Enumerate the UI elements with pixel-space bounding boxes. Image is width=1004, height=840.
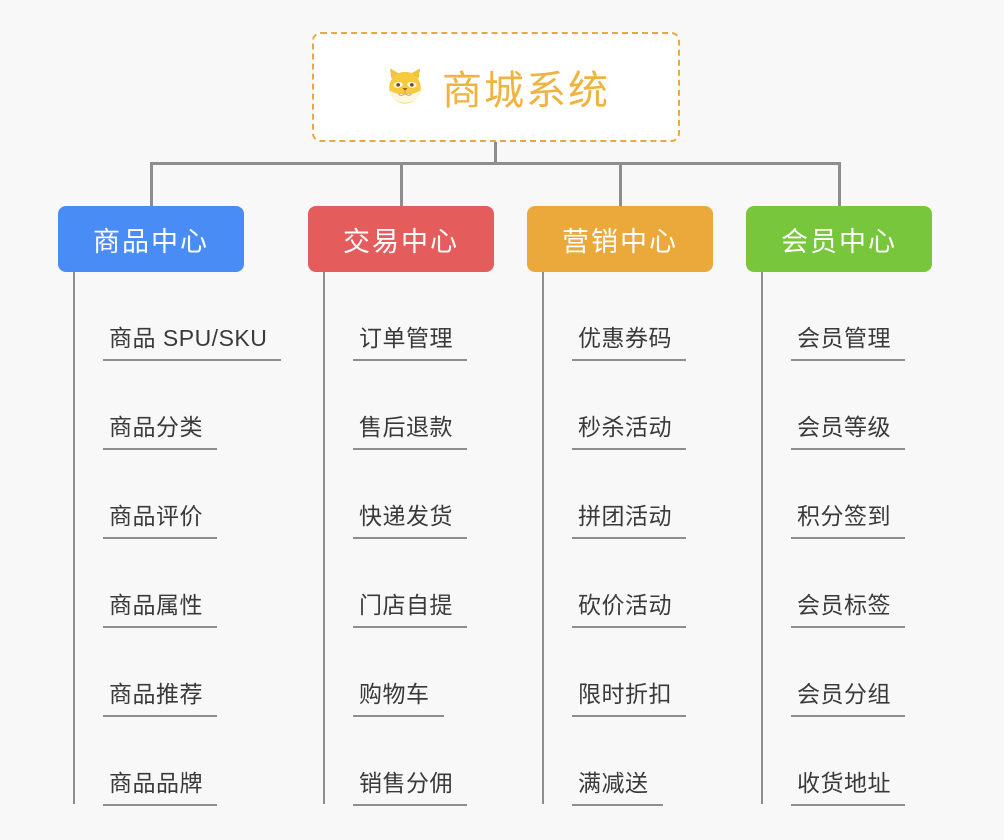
leaf-label: 订单管理 bbox=[359, 325, 453, 351]
leaf-item[interactable]: 拼团活动 bbox=[542, 450, 728, 539]
branch-trunk bbox=[323, 272, 325, 804]
leaf-label: 秒杀活动 bbox=[578, 414, 672, 440]
leaf-item[interactable]: 积分签到 bbox=[761, 450, 947, 539]
connector-root-stem bbox=[494, 142, 497, 164]
leaf-label: 购物车 bbox=[359, 681, 430, 707]
leaf-label: 拼团活动 bbox=[578, 503, 672, 529]
leaf-label: 收货地址 bbox=[797, 770, 891, 796]
branch-column-trade: 交易中心 订单管理 售后退款 快递发货 门店自提 购物车 销售分佣 bbox=[308, 206, 494, 806]
connector-drop-1 bbox=[150, 162, 153, 206]
leaf-item[interactable]: 会员管理 bbox=[761, 272, 947, 361]
leaf-label: 砍价活动 bbox=[578, 592, 672, 618]
leaf-item[interactable]: 门店自提 bbox=[323, 539, 509, 628]
leaf-label: 商品评价 bbox=[109, 503, 203, 529]
leaf-item[interactable]: 优惠券码 bbox=[542, 272, 728, 361]
leaf-label: 商品属性 bbox=[109, 592, 203, 618]
leaf-item[interactable]: 会员标签 bbox=[761, 539, 947, 628]
leaf-label: 商品品牌 bbox=[109, 770, 203, 796]
leaf-list-member: 会员管理 会员等级 积分签到 会员标签 会员分组 收货地址 bbox=[761, 272, 947, 806]
branch-label: 营销中心 bbox=[562, 226, 678, 257]
leaf-label: 会员管理 bbox=[797, 325, 891, 351]
leaf-item[interactable]: 商品品牌 bbox=[73, 717, 259, 806]
leaf-item[interactable]: 快递发货 bbox=[323, 450, 509, 539]
leaf-item[interactable]: 商品 SPU/SKU bbox=[73, 272, 282, 361]
branch-trunk bbox=[73, 272, 75, 804]
leaf-item[interactable]: 商品分类 bbox=[73, 361, 259, 450]
leaf-item[interactable]: 会员等级 bbox=[761, 361, 947, 450]
leaf-label: 门店自提 bbox=[359, 592, 453, 618]
connector-drop-2 bbox=[400, 162, 403, 206]
leaf-item[interactable]: 商品属性 bbox=[73, 539, 259, 628]
branch-column-product: 商品中心 商品 SPU/SKU 商品分类 商品评价 商品属性 商品推荐 商品品牌 bbox=[58, 206, 282, 806]
leaf-label: 快递发货 bbox=[359, 503, 453, 529]
branch-label: 商品中心 bbox=[93, 226, 209, 257]
root-node-mall-system[interactable]: 商城系统 bbox=[312, 32, 680, 142]
leaf-label: 会员等级 bbox=[797, 414, 891, 440]
connector-drop-4 bbox=[838, 162, 841, 206]
leaf-label: 积分签到 bbox=[797, 503, 891, 529]
branch-header-product[interactable]: 商品中心 bbox=[58, 206, 244, 272]
leaf-list-trade: 订单管理 售后退款 快递发货 门店自提 购物车 销售分佣 bbox=[323, 272, 509, 806]
leaf-item[interactable]: 销售分佣 bbox=[323, 717, 509, 806]
leaf-label: 商品分类 bbox=[109, 414, 203, 440]
leaf-item[interactable]: 订单管理 bbox=[323, 272, 509, 361]
branch-header-trade[interactable]: 交易中心 bbox=[308, 206, 494, 272]
leaf-label: 商品 SPU/SKU bbox=[109, 325, 268, 351]
leaf-list-product: 商品 SPU/SKU 商品分类 商品评价 商品属性 商品推荐 商品品牌 bbox=[73, 272, 282, 806]
leaf-item[interactable]: 售后退款 bbox=[323, 361, 509, 450]
leaf-item[interactable]: 收货地址 bbox=[761, 717, 947, 806]
leaf-label: 会员标签 bbox=[797, 592, 891, 618]
leaf-label: 商品推荐 bbox=[109, 681, 203, 707]
branch-trunk bbox=[761, 272, 763, 804]
leaf-list-marketing: 优惠券码 秒杀活动 拼团活动 砍价活动 限时折扣 满减送 bbox=[542, 272, 728, 806]
leaf-label: 会员分组 bbox=[797, 681, 891, 707]
leaf-item[interactable]: 满减送 bbox=[542, 717, 728, 806]
shiba-dog-face-icon bbox=[382, 64, 428, 110]
leaf-label: 销售分佣 bbox=[359, 770, 453, 796]
leaf-item[interactable]: 商品评价 bbox=[73, 450, 259, 539]
branch-label: 交易中心 bbox=[343, 226, 459, 257]
branch-column-member: 会员中心 会员管理 会员等级 积分签到 会员标签 会员分组 收货地址 bbox=[746, 206, 932, 806]
leaf-item[interactable]: 砍价活动 bbox=[542, 539, 728, 628]
branch-header-member[interactable]: 会员中心 bbox=[746, 206, 932, 272]
leaf-label: 优惠券码 bbox=[578, 325, 672, 351]
root-title: 商城系统 bbox=[442, 69, 610, 113]
leaf-item[interactable]: 秒杀活动 bbox=[542, 361, 728, 450]
connector-horizontal-bus bbox=[150, 162, 840, 165]
leaf-item[interactable]: 限时折扣 bbox=[542, 628, 728, 717]
branch-header-marketing[interactable]: 营销中心 bbox=[527, 206, 713, 272]
leaf-item[interactable]: 会员分组 bbox=[761, 628, 947, 717]
leaf-label: 限时折扣 bbox=[578, 681, 672, 707]
connector-drop-3 bbox=[619, 162, 622, 206]
leaf-item[interactable]: 商品推荐 bbox=[73, 628, 259, 717]
leaf-item[interactable]: 购物车 bbox=[323, 628, 509, 717]
branch-column-marketing: 营销中心 优惠券码 秒杀活动 拼团活动 砍价活动 限时折扣 满减送 bbox=[527, 206, 713, 806]
branch-label: 会员中心 bbox=[781, 226, 897, 257]
leaf-label: 满减送 bbox=[578, 770, 649, 796]
branch-trunk bbox=[542, 272, 544, 804]
leaf-label: 售后退款 bbox=[359, 414, 453, 440]
